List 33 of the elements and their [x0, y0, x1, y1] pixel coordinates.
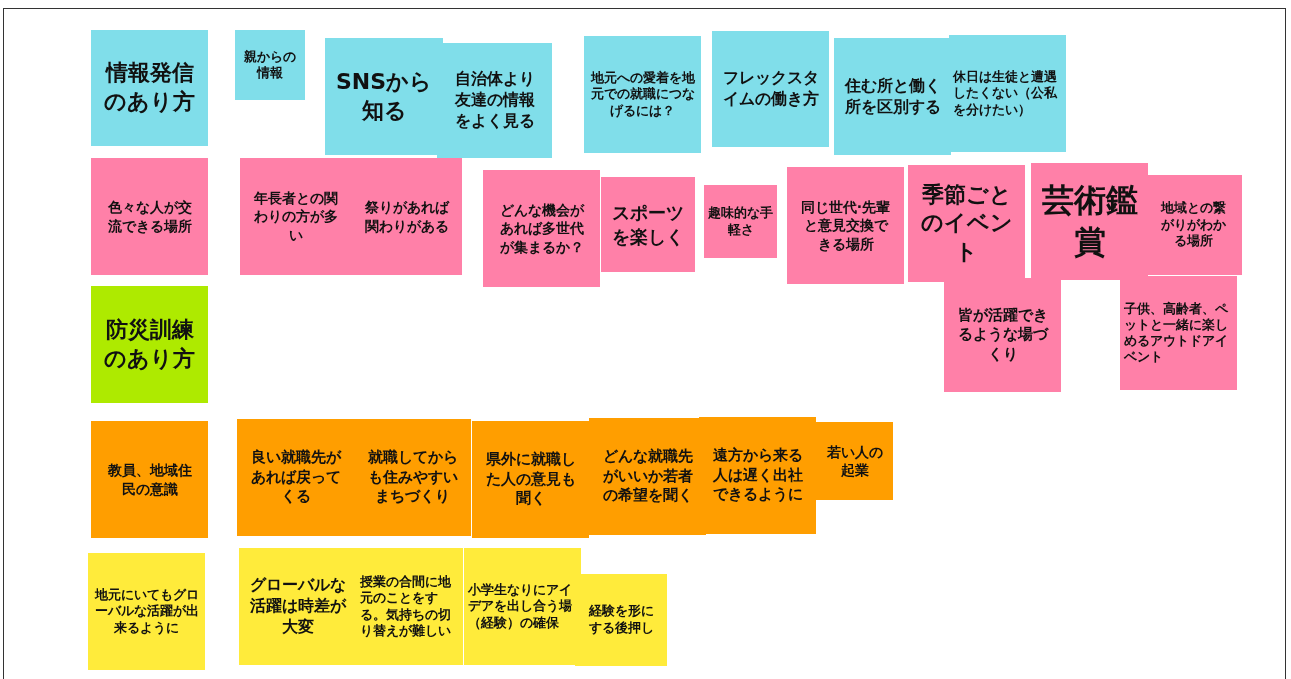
sticky-note: 良い就職先があれば戻ってくる: [237, 419, 354, 536]
sticky-note: 芸術鑑賞: [1031, 163, 1148, 280]
sticky-note: 地域との繋がりがわかる場所: [1145, 175, 1242, 275]
sticky-note: 県外に就職した人の意見も聞く: [472, 421, 589, 538]
sticky-note: 経験を形にする後押し: [575, 574, 667, 666]
sticky-note: 趣味的な手軽さ: [704, 185, 777, 258]
sticky-note: 年長者との関わりの方が多い: [240, 158, 352, 275]
sticky-note: 子供、高齢者、ペットと一緒に楽しめるアウトドアイベント: [1120, 276, 1237, 390]
sticky-note: フレックスタイムの働き方: [712, 31, 829, 147]
sticky-note: 就職してからも住みやすいまちづくり: [354, 419, 471, 536]
sticky-note: 情報発信のあり方: [91, 30, 208, 146]
sticky-note: 皆が活躍できるような場づくり: [944, 278, 1061, 392]
sticky-note: 遠方から来る人は遅く出社できるように: [699, 417, 816, 534]
sticky-note: 小学生なりにアイデアを出し合う場（経験）の確保: [464, 548, 581, 665]
sticky-note: 自治体より友達の情報をよく見る: [437, 43, 552, 158]
sticky-note: 若い人の起業: [816, 422, 893, 500]
sticky-note: 地元にいてもグローバルな活躍が出来るように: [88, 553, 205, 670]
sticky-note: 親からの情報: [235, 30, 305, 100]
sticky-note: 休日は生徒と遭遇したくない（公私を分けたい）: [949, 35, 1066, 152]
sticky-note: スポーツを楽しく: [601, 177, 695, 272]
sticky-note: 教員、地域住民の意識: [91, 421, 208, 538]
sticky-note: 授業の合間に地元のことをする。気持ちの切り替えが難しい: [356, 548, 463, 665]
sticky-note: 住む所と働く所を区別する: [834, 38, 951, 155]
sticky-note: グローバルな活躍は時差が大変: [239, 548, 356, 665]
sticky-note: 同じ世代·先輩と意見交換できる場所: [787, 167, 904, 284]
sticky-note: 防災訓練のあり方: [91, 286, 208, 403]
sticky-note: SNSから知る: [325, 38, 443, 155]
sticky-note: どんな就職先がいいか若者の希望を聞く: [589, 418, 706, 535]
sticky-note: どんな機会があれば多世代が集まるか？: [483, 170, 600, 287]
sticky-note: 色々な人が交流できる場所: [91, 158, 208, 275]
sticky-note: 地元への愛着を地元での就職につなげるには？: [584, 36, 701, 153]
sticky-note: 祭りがあれば関わりがある: [351, 158, 462, 275]
sticky-note: 季節ごとのイベント: [908, 165, 1025, 282]
